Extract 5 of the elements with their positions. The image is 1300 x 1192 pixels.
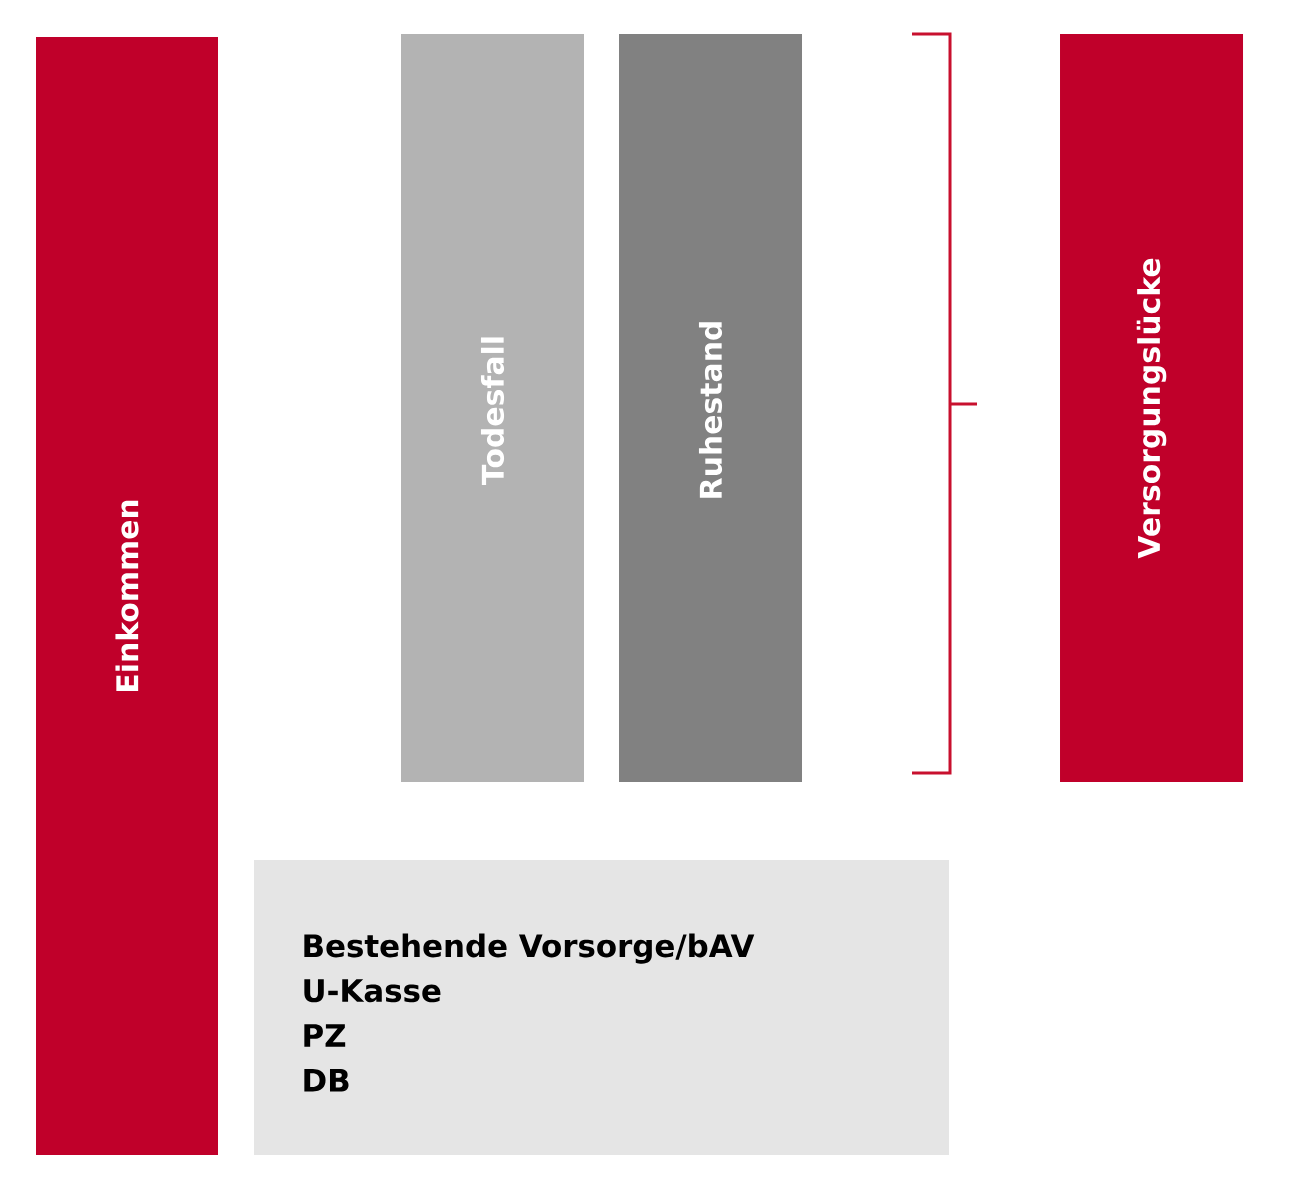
bar: Ruhestand [619, 34, 802, 782]
bar: Todesfall [401, 34, 584, 782]
bar: Versorgungslücke [1060, 34, 1243, 782]
text-box: Bestehende Vorsorge/bAV U-Kasse PZ DB [254, 860, 949, 1155]
bar: Einkommen [36, 37, 218, 1155]
